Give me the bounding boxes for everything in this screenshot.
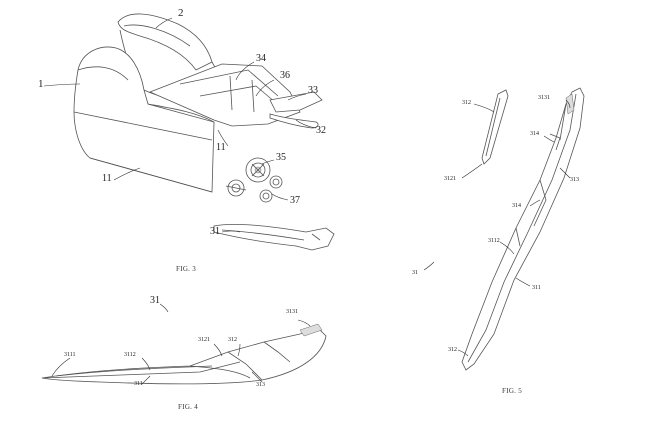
fig3-label-11-upper: 11 <box>216 142 226 153</box>
fig4-part-3131-tab <box>299 323 323 337</box>
fig4-label-313: 313 <box>256 382 265 388</box>
fig3-label-1: 1 <box>38 78 44 90</box>
fig3-part-31 <box>213 223 335 251</box>
fig3-label-2: 2 <box>178 7 184 19</box>
fig5-part-31-body <box>461 87 585 371</box>
fig5-label-313: 313 <box>570 177 579 183</box>
fig4-label-31: 31 <box>150 295 160 306</box>
fig3-caption: FIG. 3 <box>176 265 197 273</box>
fig5-label-312-bottom: 312 <box>448 347 457 353</box>
fig4-drawing <box>41 303 327 385</box>
fig3-part-32-slider <box>269 113 319 129</box>
fig5-label-314-upper: 314 <box>530 131 539 137</box>
fig5-label-312-top: 312 <box>462 100 471 106</box>
fig3-label-34: 34 <box>256 53 266 64</box>
fig3-part-37-wheel-b <box>269 175 283 189</box>
fig3-part-1-shell <box>73 46 215 193</box>
fig4-label-311: 311 <box>134 381 143 387</box>
fig5-label-3121: 3121 <box>444 176 456 182</box>
fig3-label-31: 31 <box>210 226 220 237</box>
fig3-part-2-cover <box>117 13 213 71</box>
fig5-label-3112: 3112 <box>488 238 500 244</box>
fig5-part-3131-tab <box>565 93 575 115</box>
fig3-label-32: 32 <box>316 125 326 136</box>
fig3-label-35: 35 <box>276 152 286 163</box>
fig3-label-33: 33 <box>308 85 318 96</box>
fig5-label-311: 311 <box>532 285 541 291</box>
fig5-part-312-blade <box>481 89 509 165</box>
fig4-label-3111: 3111 <box>64 352 76 358</box>
fig4-label-3112: 3112 <box>124 352 136 358</box>
fig3-part-33-lever <box>269 91 323 113</box>
fig5-label-31: 31 <box>412 270 418 276</box>
fig4-label-3121: 3121 <box>198 337 210 343</box>
fig3-label-36: 36 <box>280 70 290 81</box>
fig4-caption: FIG. 4 <box>178 403 199 411</box>
fig3-drawing <box>43 13 335 251</box>
fig5-label-314-lower: 314 <box>512 203 521 209</box>
fig3-tray <box>148 63 301 127</box>
fig5-caption: FIG. 5 <box>502 387 523 395</box>
fig4-part-31-body <box>41 327 327 385</box>
fig4-label-312: 312 <box>228 337 237 343</box>
fig5-label-3131: 3131 <box>538 95 550 101</box>
fig4-label-3131: 3131 <box>286 309 298 315</box>
fig3-label-11-lower: 11 <box>102 173 112 184</box>
fig3-label-37: 37 <box>290 195 300 206</box>
fig5-drawing <box>423 87 585 371</box>
